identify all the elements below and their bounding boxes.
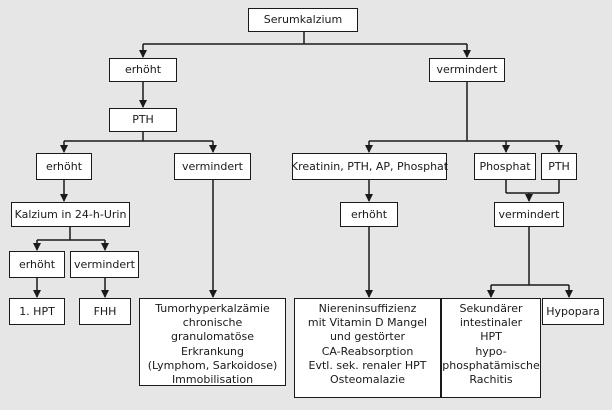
node-niereninsuffizienz: Niereninsuffizienz mit Vitamin D Mangel … bbox=[294, 298, 441, 398]
node-vermindert-top: vermindert bbox=[429, 58, 505, 82]
node-serumkalzium: Serumkalzium bbox=[248, 8, 358, 32]
node-pth-right: PTH bbox=[541, 153, 577, 180]
node-hpt1: 1. HPT bbox=[9, 298, 65, 325]
node-vermindert-low: vermindert bbox=[70, 251, 139, 278]
node-vermindert-mid: vermindert bbox=[174, 153, 251, 180]
node-sekundaerer-hpt: Sekundärer intestinaler HPT hypo- phosph… bbox=[441, 298, 541, 398]
node-kalzium-urin: Kalzium in 24-h-Urin bbox=[11, 202, 130, 227]
node-vermindert-right: vermindert bbox=[494, 202, 564, 227]
node-erhoeht-low: erhöht bbox=[9, 251, 65, 278]
node-kreatinin: Kreatinin, PTH, AP, Phosphat bbox=[291, 153, 448, 180]
node-phosphat: Phosphat bbox=[474, 153, 536, 180]
node-pth-left: PTH bbox=[109, 108, 177, 132]
node-erhoeht-mid: erhöht bbox=[36, 153, 92, 180]
node-erhoeht-top: erhöht bbox=[109, 58, 177, 82]
node-fhh: FHH bbox=[79, 298, 131, 325]
node-hypopara: Hypopara bbox=[542, 298, 604, 325]
node-tumorhyperkalzaemie: Tumorhyperkalzämie chronische granulomat… bbox=[139, 298, 286, 386]
node-erhoeht-right: erhöht bbox=[340, 202, 398, 227]
